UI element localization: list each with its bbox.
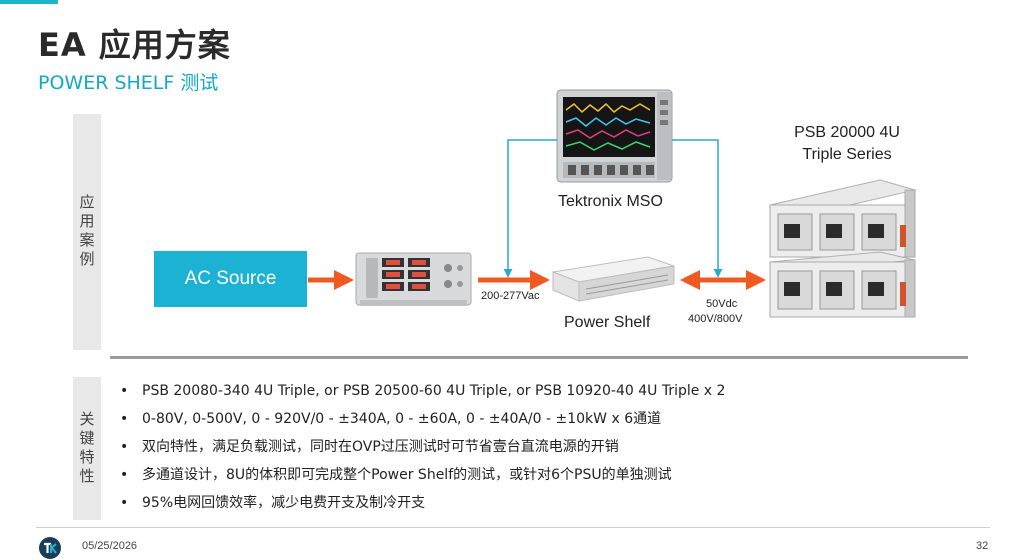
feature-item: • 0-80V, 0-500V, 0 - 920V/0 - ±340A, 0 - … — [118, 408, 725, 436]
feature-text: 多通道设计，8U的体积即可完成整个Power Shelf的测试，或针对6个PSU… — [142, 467, 672, 483]
ac-voltage-label: 200-277Vac — [481, 290, 540, 302]
features-side-panel: 关键特性 — [73, 377, 101, 520]
footer-date: 05/25/2026 — [82, 540, 138, 552]
page-title: EA 应用方案 — [38, 26, 231, 64]
features-side-label: 关键特性 — [77, 410, 96, 487]
bullet-icon: • — [120, 439, 129, 455]
bullet-icon: • — [120, 467, 129, 483]
dc-voltage-range-label: 400V/800V — [688, 313, 743, 325]
feature-item: • 95%电网回馈效率，减少电费开支及制冷开支 — [118, 492, 725, 520]
section-divider — [110, 356, 968, 359]
psb-label-line2: Triple Series — [802, 146, 892, 163]
bullet-icon: • — [120, 495, 129, 511]
bullet-icon: • — [120, 411, 129, 427]
feature-item: • PSB 20080-340 4U Triple, or PSB 20500-6… — [118, 380, 725, 408]
feature-text: PSB 20080-340 4U Triple, or PSB 20500-60… — [142, 383, 726, 399]
psb-20000-icon — [769, 179, 917, 318]
page-subtitle: POWER SHELF 测试 — [38, 72, 219, 94]
bullet-icon: • — [120, 383, 129, 399]
top-accent-bar — [0, 0, 58, 4]
feature-item: • 多通道设计，8U的体积即可完成整个Power Shelf的测试，或针对6个PS… — [118, 464, 725, 492]
feature-item: • 双向特性，满足负载测试，同时在OVP过压测试时可节省壹台直流电源的开销 — [118, 436, 725, 464]
application-side-panel: 应用案例 — [73, 114, 101, 350]
features-list: • PSB 20080-340 4U Triple, or PSB 20500-6… — [118, 380, 725, 520]
scope-probe-wire-left — [503, 139, 557, 278]
footer-line — [36, 527, 990, 528]
psb-label-line1: PSB 20000 4U — [794, 124, 900, 141]
power-shelf-icon — [551, 256, 675, 302]
scope-probe-wire-right — [672, 139, 723, 278]
feature-text: 双向特性，满足负载测试，同时在OVP过压测试时可节省壹台直流电源的开销 — [142, 439, 619, 455]
page-number: 32 — [976, 540, 989, 552]
oscilloscope-icon — [556, 89, 673, 183]
power-shelf-label: Power Shelf — [564, 314, 651, 331]
tektronix-logo-icon — [39, 537, 61, 559]
dc-voltage-label: 50Vdc — [706, 298, 738, 310]
application-side-label: 应用案例 — [77, 194, 96, 270]
ac-source-box: AC Source — [154, 251, 307, 307]
feature-text: 0-80V, 0-500V, 0 - 920V/0 - ±340A, 0 - ±… — [142, 411, 662, 427]
feature-text: 95%电网回馈效率，减少电费开支及制冷开支 — [142, 495, 426, 511]
scope-label: Tektronix MSO — [558, 193, 663, 210]
power-analyzer-icon — [355, 252, 472, 306]
